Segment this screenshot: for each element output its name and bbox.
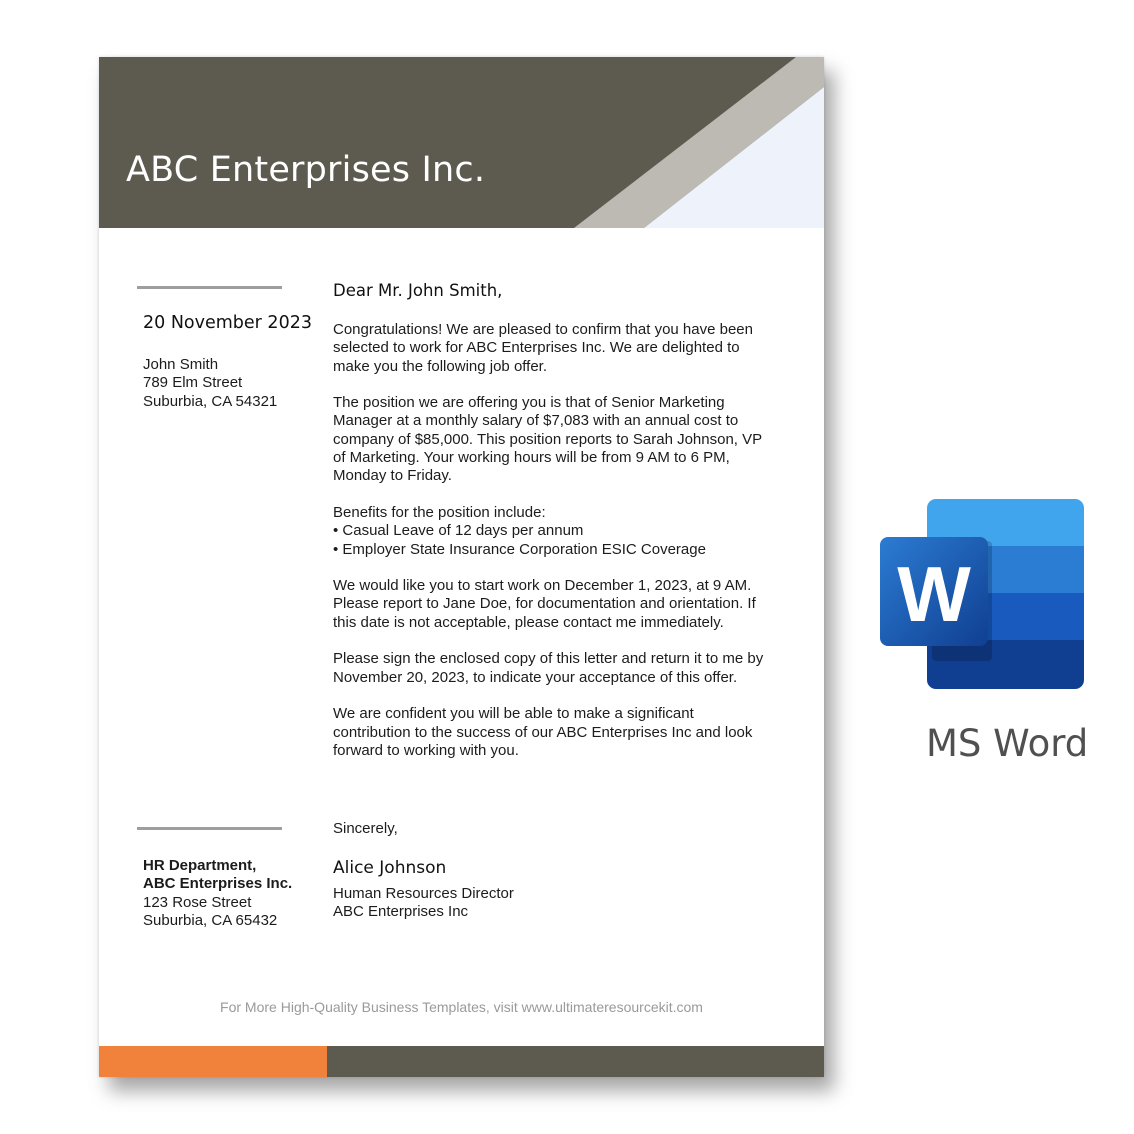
paragraph-start-date: We would like you to start work on Decem… xyxy=(333,577,756,631)
footer-note: For More High-Quality Business Templates… xyxy=(220,999,703,1015)
company-title: ABC Enterprises Inc. xyxy=(126,150,486,190)
recipient-city: Suburbia, CA 54321 xyxy=(143,392,278,410)
letter-header: ABC Enterprises Inc. xyxy=(99,57,824,228)
footer-dark-bar xyxy=(327,1046,824,1077)
signer-company: ABC Enterprises Inc xyxy=(333,903,469,921)
word-icon-letter: W xyxy=(897,550,971,638)
ms-word-caption: MS Word xyxy=(926,722,1089,765)
sender-dept: HR Department, xyxy=(143,857,257,874)
recipient-street: 789 Elm Street xyxy=(143,374,243,392)
paragraph-sign: Please sign the enclosed copy of this le… xyxy=(333,650,764,686)
recipient-name: John Smith xyxy=(143,356,219,373)
signer-details: Human Resources Director ABC Enterprises… xyxy=(333,885,783,922)
closing: Sincerely, xyxy=(333,820,398,837)
sender-street: 123 Rose Street xyxy=(143,893,252,911)
paragraph-position: The position we are offering you is that… xyxy=(333,394,763,485)
header-stripe xyxy=(574,57,824,228)
header-decoration xyxy=(574,57,824,228)
recipient-address: John Smith 789 Elm Street Suburbia, CA 5… xyxy=(143,356,277,411)
signer-name: Alice Johnson xyxy=(333,858,447,878)
footer-accent-bar xyxy=(99,1046,327,1077)
paragraph-closing: We are confident you will be able to mak… xyxy=(333,705,753,759)
left-rule-bottom xyxy=(137,827,282,830)
letter-page: ABC Enterprises Inc. 20 November 2023 Jo… xyxy=(99,57,824,1077)
sender-city: Suburbia, CA 65432 xyxy=(143,911,278,929)
ms-word-icon: W xyxy=(880,499,1084,689)
paragraph-benefits: Benefits for the position include: • Cas… xyxy=(333,503,706,558)
sender-company: ABC Enterprises Inc. xyxy=(143,875,293,893)
signer-title: Human Resources Director xyxy=(333,885,514,902)
left-rule-top xyxy=(137,286,282,289)
salutation: Dear Mr. John Smith, xyxy=(333,281,503,300)
sender-address: HR Department, ABC Enterprises Inc. 123 … xyxy=(143,857,292,930)
paragraph-intro: Congratulations! We are pleased to confi… xyxy=(333,321,753,375)
header-corner xyxy=(644,87,824,228)
letter-body: Congratulations! We are pleased to confi… xyxy=(333,321,783,778)
letter-date: 20 November 2023 xyxy=(143,313,312,333)
